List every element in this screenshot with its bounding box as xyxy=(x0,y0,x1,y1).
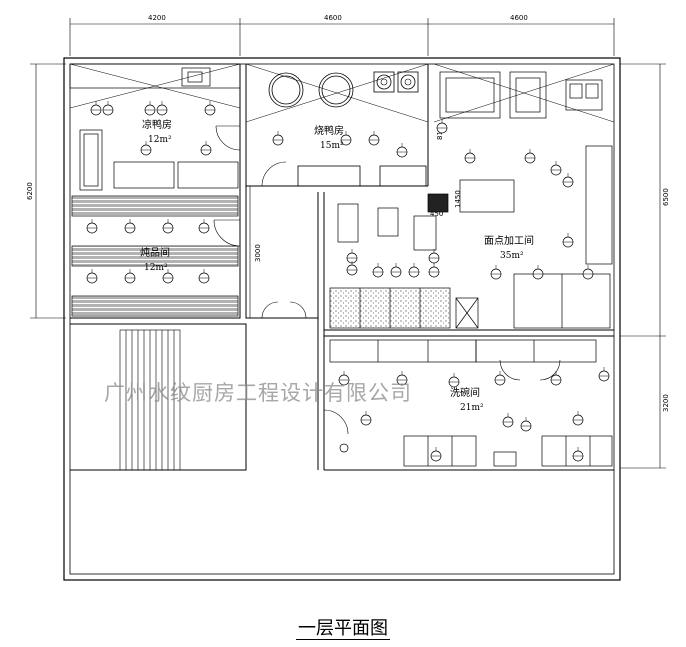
equipment-markers xyxy=(86,100,610,462)
drawing-title: 一层平面图 xyxy=(0,614,686,640)
wash-room-equipment xyxy=(329,339,613,467)
room-name-roast: 烧鸭房 xyxy=(314,124,344,137)
company-watermark: 广州水纹厨房工程设计有限公司 xyxy=(104,381,412,405)
staircase xyxy=(119,329,181,471)
cold-room-equipment xyxy=(69,63,241,317)
dimension-lines xyxy=(30,18,666,469)
room-area-stew: 12m² xyxy=(144,263,168,273)
dim-top-2: 4600 xyxy=(324,14,342,22)
room-area-cold: 12m² xyxy=(148,135,172,145)
dim-top-3: 4600 xyxy=(510,14,528,22)
dim-left: 6200 xyxy=(26,182,34,200)
dim-small-1: 810 xyxy=(436,127,444,140)
dim-right-lower: 3200 xyxy=(662,394,670,412)
roast-room-equipment xyxy=(268,71,427,187)
room-name-stew: 炖品间 xyxy=(140,246,170,259)
dim-small-3: 450 xyxy=(430,210,443,218)
room-name-wash: 洗碗间 xyxy=(450,386,480,399)
room-name-pastry: 面点加工间 xyxy=(484,234,534,247)
dim-small-2: 1450 xyxy=(454,190,462,208)
pastry-room-equipment xyxy=(329,71,613,329)
room-area-roast: 15m² xyxy=(320,141,344,151)
room-name-cold: 凉鸭房 xyxy=(142,118,172,131)
room-area-wash: 21m² xyxy=(460,403,484,413)
room-area-pastry: 35m² xyxy=(500,251,524,261)
dim-inner-vertical: 3000 xyxy=(254,244,262,262)
dim-top-1: 4200 xyxy=(148,14,166,22)
dim-right-upper: 6500 xyxy=(662,188,670,206)
drawing-title-text: 一层平面图 xyxy=(296,618,390,640)
